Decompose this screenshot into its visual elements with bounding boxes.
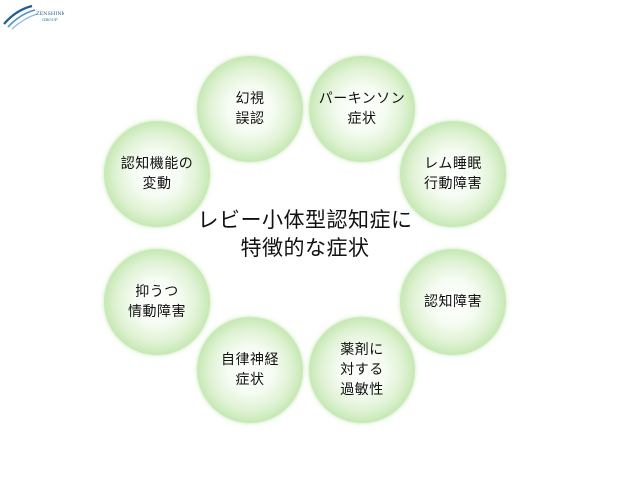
svg-text:ZENSHINKAI: ZENSHINKAI xyxy=(36,11,64,17)
symptom-bubble-visual-hallucination: 幻視 誤認 xyxy=(197,56,303,162)
symptom-label: 認知障害 xyxy=(424,294,482,310)
company-logo: ZENSHINKAI GROUP xyxy=(2,2,71,30)
symptom-bubble-autonomic-symptoms: 自律神経 症状 xyxy=(197,317,303,423)
symptom-label: 自律神経 症状 xyxy=(221,352,279,388)
symptom-bubble-depression: 抑うつ 情動障害 xyxy=(104,249,210,355)
symptom-bubble-parkinsonism: パーキンソン 症状 xyxy=(309,56,415,162)
symptom-bubble-drug-sensitivity: 薬剤に 対する 過敏性 xyxy=(309,317,415,423)
svg-text:GROUP: GROUP xyxy=(42,17,58,22)
symptom-bubble-cognitive-impairment: 認知障害 xyxy=(400,249,506,355)
symptom-bubble-cognitive-fluctuation: 認知機能の 変動 xyxy=(104,121,210,227)
symptom-label: 抑うつ 情動障害 xyxy=(128,284,186,320)
symptom-label: 薬剤に 対する 過敏性 xyxy=(340,342,384,398)
center-title: レビー小体型認知症に 特徴的な症状 xyxy=(197,208,413,260)
symptom-label: レム睡眠 行動障害 xyxy=(424,156,482,192)
symptom-label: パーキンソン 症状 xyxy=(318,91,406,127)
symptom-label: 認知機能の 変動 xyxy=(120,156,194,192)
logo-mark-icon: ZENSHINKAI GROUP xyxy=(3,4,71,30)
symptom-bubble-rem-sleep-disorder: レム睡眠 行動障害 xyxy=(400,121,506,227)
symptom-label: 幻視 誤認 xyxy=(235,91,265,127)
